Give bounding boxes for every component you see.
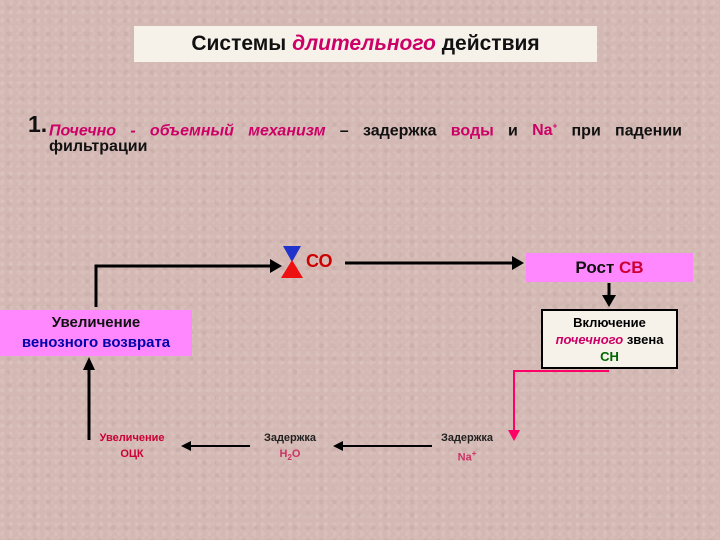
inclusion-line-1: Включение [573,315,646,330]
inclusion-line-2: почечного звена [555,332,664,347]
mechanism-name: Почечно - объемный механизм [49,122,326,140]
and-word: и [493,122,533,140]
ock-increase-node: Увеличение ОЦК [92,430,172,462]
slide-title: Системы длительного действия [134,26,597,62]
title-accent: длительного [292,32,436,55]
mechanism-dash: – задержка [325,122,451,140]
water-word: воды [450,122,494,140]
ock-line-2: ОЦК [120,448,144,460]
venous-to-co-arrow [94,264,270,307]
h2o-delay-line-1: Задержка [263,432,317,444]
h2o-delay-line-2: H2O [279,448,301,463]
point-number: 1. [28,111,48,137]
inclusion-box: Включение почечного звена СН [541,309,678,369]
venous-return-box: Увеличение венозного возврата [0,310,192,356]
inclusion-to-na-arrow [513,370,609,432]
rost-prefix: Рост [575,258,620,277]
h2o-delay-node: Задержка H2O [250,430,330,466]
point-line-1: Почечно - объемный механизм – задержка в… [49,116,682,142]
inclusion-sn: СН [600,349,619,364]
rost-sv-box: Рост СВ [526,253,693,282]
ock-line-1: Увеличение [99,432,165,444]
venous-line-2: венозного возврата [21,334,171,351]
title-suffix: действия [441,32,540,55]
point-rest: при падении [557,122,683,140]
co-label: СО [306,251,333,271]
na-delay-line-1: Задержка [440,432,494,444]
na-delay-node: Задержка Na+ [432,430,502,466]
point-line-2: фильтрации [49,138,148,155]
na-delay-line-2: Na+ [457,449,477,464]
venous-line-1: Увеличение [51,314,141,331]
rost-accent: СВ [619,258,644,277]
title-prefix: Системы [191,32,287,55]
na-word: Na+ [532,122,558,140]
up-down-triangle-icon [281,246,303,278]
